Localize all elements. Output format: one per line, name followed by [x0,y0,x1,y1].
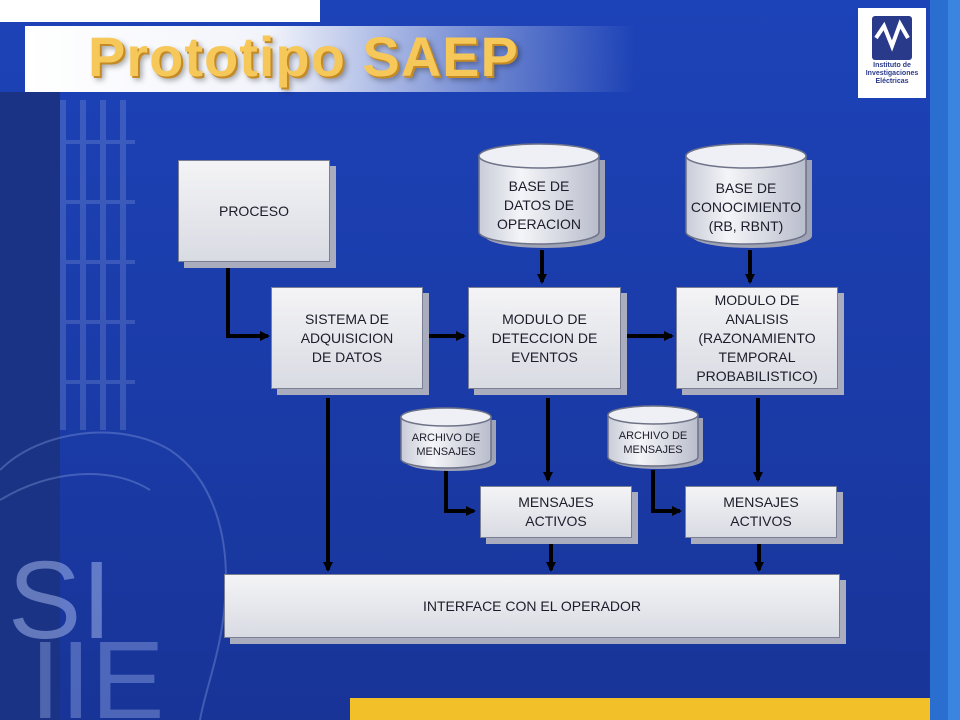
box-interface-operador: INTERFACE CON EL OPERADOR [224,574,840,638]
cylinder-archivo-2 [607,405,703,469]
cylinder-bd-conocimiento [685,143,812,248]
watermark-si: SI [8,539,112,662]
bottom-accent-bar [350,698,930,720]
cylinder-archivo-1 [400,407,496,471]
title-bar [25,26,635,92]
iie-logo-text: Instituto de Investigaciones Eléctricas [865,62,919,85]
cylinder-bd-operacion [478,143,605,248]
arrow-archivo2-mensajes2 [651,470,682,516]
slide-title: Prototipo SAEP [88,25,519,88]
title-band [0,0,320,22]
box-proceso: PROCESO [178,160,330,262]
arrow-archivo1-mensajes1 [444,470,476,516]
iie-logo-icon [872,16,912,60]
arrow-proceso-adquisicion [226,262,270,341]
watermark-iie: IIE [30,619,165,720]
iie-logo [858,8,926,98]
left-panel [0,92,60,720]
right-strip-highlight [948,0,960,720]
